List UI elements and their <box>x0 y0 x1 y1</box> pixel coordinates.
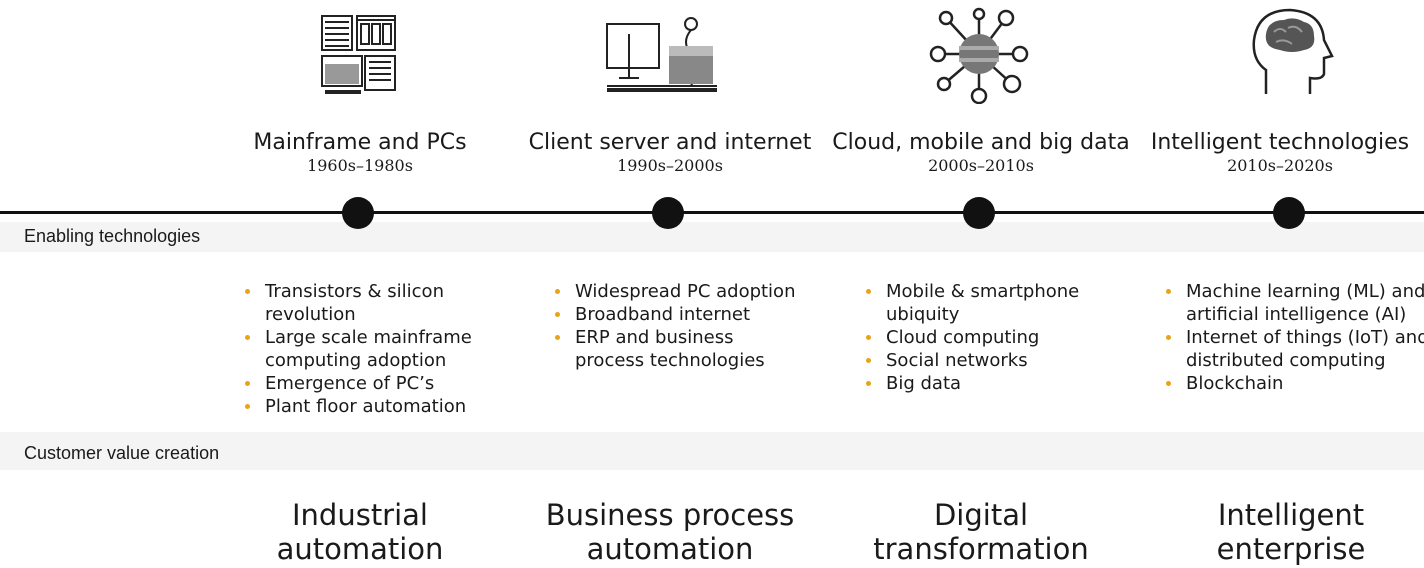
technology-item: Broadband internet <box>553 303 795 326</box>
technology-item: Social networks <box>864 349 1079 372</box>
technology-item: Large scale mainframe <box>243 326 472 349</box>
mainframe-icon <box>305 4 415 104</box>
value-title-line: transformation <box>873 532 1089 566</box>
value-title-line: automation <box>276 532 444 566</box>
value-title-line: Intelligent <box>1217 498 1365 532</box>
value-title-line: Digital <box>933 498 1029 532</box>
enabling-technologies-label: Enabling technologies <box>24 226 201 246</box>
technology-item-continued: distributed computing <box>1186 350 1386 371</box>
technology-item-continued: ubiquity <box>886 304 960 325</box>
technology-item-continued: process technologies <box>575 350 765 371</box>
value-title-line: Industrial <box>291 498 428 532</box>
era-years: 2010s–2020s <box>1227 156 1333 175</box>
brain-head-icon <box>1248 4 1358 104</box>
value-creation-title: Business process automation <box>515 498 825 566</box>
era-title: Client server and internet <box>528 130 812 155</box>
timeline-dot <box>342 197 374 229</box>
technology-item: Mobile & smartphone <box>864 280 1079 303</box>
technology-item: Emergence of PC’s <box>243 372 472 395</box>
value-creation-title: Industrial automation <box>205 498 515 566</box>
era-years: 1990s–2000s <box>617 156 723 175</box>
era-title: Mainframe and PCs <box>253 130 467 155</box>
technology-item: Cloud computing <box>864 326 1079 349</box>
enabling-technologies-band <box>0 222 1424 252</box>
value-title-line: automation <box>586 532 754 566</box>
customer-value-label: Customer value creation <box>24 443 220 463</box>
value-creation-title: Intelligent enterprise <box>1136 498 1424 566</box>
technology-item: Big data <box>864 372 1079 395</box>
technology-item: Transistors & silicon <box>243 280 472 303</box>
value-title-line: Business process <box>545 498 795 532</box>
era-title: Intelligent technologies <box>1150 130 1410 155</box>
value-title-line: enterprise <box>1216 532 1366 566</box>
technology-list: Machine learning (ML) and artificial int… <box>1164 280 1424 395</box>
technology-item: Widespread PC adoption <box>553 280 795 303</box>
technology-item: Blockchain <box>1164 372 1424 395</box>
technology-list: Widespread PC adoption Broadband interne… <box>553 280 795 372</box>
timeline-dot <box>1273 197 1305 229</box>
technology-item-continued: revolution <box>265 304 356 325</box>
era-title: Cloud, mobile and big data <box>832 130 1130 155</box>
era-years: 1960s–1980s <box>307 156 413 175</box>
technology-item-continued: artificial intelligence (AI) <box>1186 304 1407 325</box>
technology-list: Mobile & smartphone ubiquity Cloud compu… <box>864 280 1079 395</box>
timeline-line <box>0 211 1424 214</box>
technology-item: Machine learning (ML) and <box>1164 280 1424 303</box>
timeline-dot <box>652 197 684 229</box>
technology-item: ERP and business <box>553 326 795 349</box>
era-years: 2000s–2010s <box>928 156 1034 175</box>
value-creation-title: Digital transformation <box>826 498 1136 566</box>
technology-list: Transistors & silicon revolution Large s… <box>243 280 472 418</box>
timeline-dot <box>963 197 995 229</box>
network-cloud-icon <box>924 4 1034 105</box>
computer-desk-icon <box>605 4 717 104</box>
technology-item: Internet of things (IoT) and <box>1164 326 1424 349</box>
technology-item-continued: computing adoption <box>265 350 447 371</box>
customer-value-band <box>0 432 1424 470</box>
technology-item: Plant floor automation <box>243 395 472 418</box>
